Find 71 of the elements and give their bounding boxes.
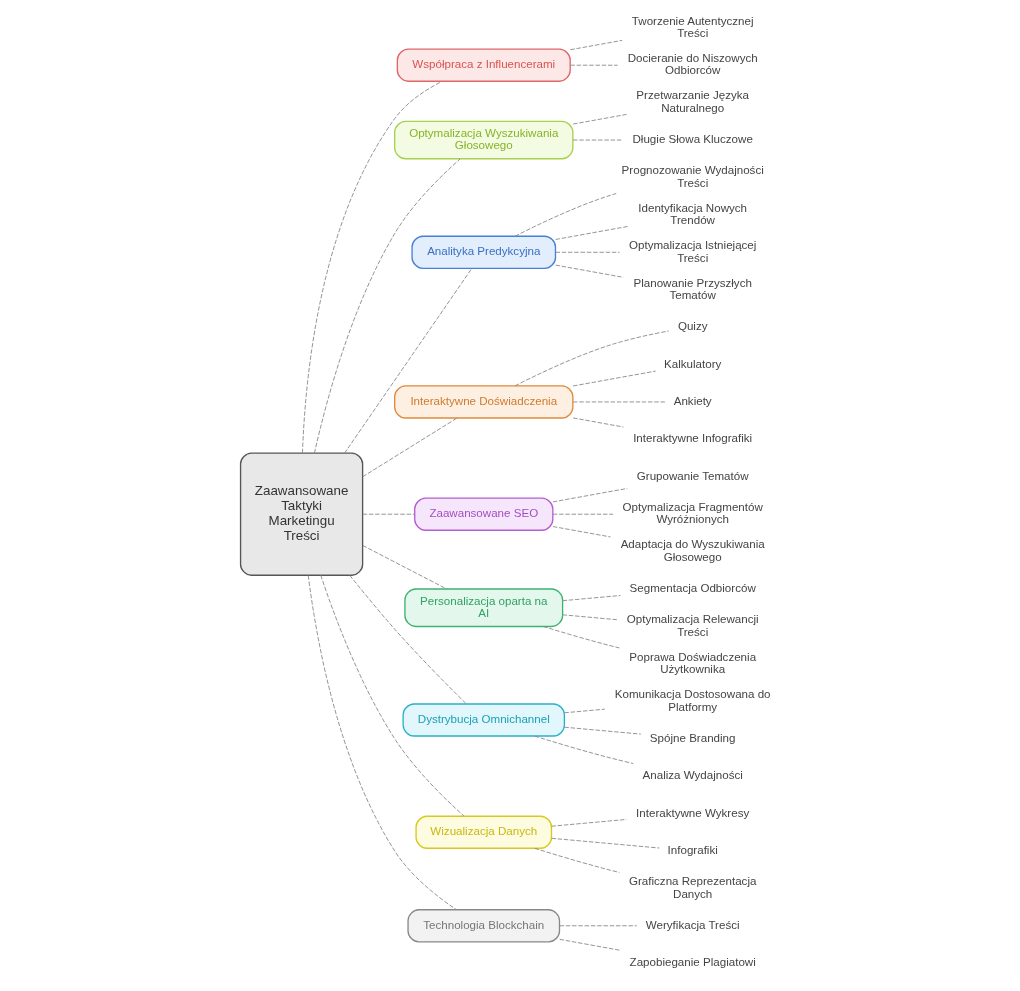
- connector: [554, 251, 620, 253]
- node-text: Infografiki: [667, 843, 718, 856]
- node-text: Adaptacja do Wyszukiwania Głosowego: [620, 538, 765, 563]
- node-text: Weryfikacja Treści: [645, 918, 740, 931]
- node-text: Długie Słowa Kluczowe: [632, 133, 753, 146]
- node-text: Tworzenie Autentycznej Treści: [631, 14, 754, 40]
- node-box: Zaawansowane Taktyki Marketingu Treści: [239, 452, 363, 576]
- connector: [348, 574, 467, 705]
- node-text: Poprawa Doświadczenia Użytkownika: [628, 650, 756, 676]
- node-text: Przetwarzanie Języka Naturalnego: [635, 89, 749, 114]
- connector: [563, 708, 605, 714]
- connector: [572, 370, 656, 387]
- node-text: Quizy: [677, 320, 707, 333]
- node-text: Segmentacja Odbiorców: [629, 582, 756, 595]
- connector: [361, 545, 447, 590]
- node-text: Spójne Branding: [649, 731, 735, 744]
- node-box: Interaktywne Doświadczenia: [393, 385, 574, 419]
- node-box: Personalizacja oparta na AI: [403, 588, 563, 628]
- node-box: Współpraca z Influencerami: [396, 48, 571, 82]
- connector: [561, 614, 618, 621]
- connector: [558, 925, 637, 927]
- node-box: Zaawansowane SEO: [413, 497, 553, 531]
- connector: [550, 819, 627, 827]
- connector: [361, 417, 458, 478]
- connector: [552, 526, 611, 538]
- node-text: Planowanie Przyszłych Tematów: [632, 276, 752, 301]
- node-text: Optymalizacja Relewancji Treści: [626, 613, 759, 638]
- node-text: Analiza Wydajności: [642, 769, 743, 782]
- node-box: Wizualizacja Danych: [414, 815, 552, 849]
- connector: [561, 595, 621, 602]
- node-text: Interaktywne Infografiki: [632, 432, 752, 445]
- connector: [572, 113, 627, 125]
- connector: [533, 847, 620, 873]
- connector: [569, 64, 618, 66]
- connector: [572, 417, 624, 428]
- connector: [343, 268, 472, 454]
- connector: [514, 193, 617, 237]
- node-text: Ankiety: [673, 394, 712, 407]
- connector: [533, 735, 634, 764]
- connector: [572, 139, 623, 141]
- node-text: Identyfikacja Nowych Trendów: [637, 201, 747, 227]
- node-text: Zapobieganie Plagiatowi: [629, 956, 756, 969]
- connector: [319, 574, 464, 817]
- connector: [514, 330, 669, 387]
- node-box: Technologia Blockchain: [406, 909, 560, 943]
- node-text: Grupowanie Tematów: [636, 469, 749, 482]
- connector: [307, 575, 457, 911]
- connector: [552, 488, 628, 503]
- connector: [563, 726, 641, 735]
- node-text: Optymalizacja Istniejącej Treści: [628, 239, 756, 264]
- node-text: Kalkulatory: [663, 357, 721, 370]
- connector: [554, 225, 629, 240]
- connector: [550, 837, 660, 849]
- connector: [572, 401, 666, 403]
- node-text: Optymalizacja Fragmentów Wyróżnionych: [622, 501, 763, 526]
- connector: [558, 938, 620, 951]
- connector: [542, 626, 620, 649]
- connector: [301, 80, 443, 454]
- node-text: Prognozowanie Wydajności Treści: [621, 164, 764, 189]
- connector: [313, 158, 460, 454]
- connector: [552, 513, 613, 515]
- node-text: Graficzna Reprezentacja Danych: [628, 875, 756, 900]
- node-box: Dystrybucja Omnichannel: [401, 703, 565, 737]
- node-box: Analityka Predykcyjna: [410, 235, 556, 269]
- node-text: Interaktywne Wykresy: [635, 806, 749, 819]
- connector: [554, 264, 624, 278]
- node-text: Docieranie do Niszowych Odbiorców: [627, 52, 758, 77]
- connector: [569, 39, 623, 51]
- node-box: Optymalizacja Wyszukiwania Głosowego: [393, 120, 574, 160]
- node-text: Komunikacja Dostosowana do Platformy: [614, 688, 771, 713]
- connector: [361, 513, 415, 515]
